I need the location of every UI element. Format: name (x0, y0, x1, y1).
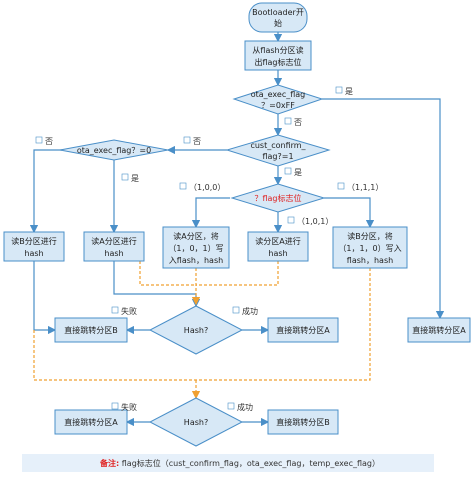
ota-exec-ff-decision: ota_exec_flag ？=0xFF (232, 84, 324, 115)
label-no-1: 否 (294, 118, 302, 127)
note-key: 备注: (99, 458, 119, 468)
jump-a-box-1: 直接跳转分区A (267, 317, 339, 343)
svg-text:直接跳转分区A: 直接跳转分区A (64, 417, 118, 427)
svg-text:备注: flag标志位（cust_confirm_flag，: 备注: flag标志位（cust_confirm_flag，ota_exec_f… (99, 458, 380, 468)
note-bar: 备注: flag标志位（cust_confirm_flag，ota_exec_f… (22, 454, 434, 472)
svg-text:读B分区进行: 读B分区进行 (11, 236, 57, 246)
svg-text:cust_confirm_: cust_confirm_ (250, 141, 306, 150)
svg-text:flag?=1: flag?=1 (262, 152, 293, 161)
hash-decision-1: Hash? (148, 305, 244, 355)
label-100: （1,0,0） (189, 183, 225, 192)
svg-text:直接跳转分区A: 直接跳转分区A (412, 325, 466, 335)
svg-text:（1，1，0）写入: （1，1，0）写入 (338, 244, 401, 253)
label-no-3: 否 (45, 137, 53, 146)
svg-text:Hash?: Hash? (184, 418, 208, 427)
jump-b-box-2: 直接跳转分区B (267, 409, 339, 435)
svg-text:Hash?: Hash? (184, 326, 208, 335)
svg-text:直接跳转分区B: 直接跳转分区B (276, 417, 330, 427)
flag-bits-decision: ？flag标志位 (230, 183, 326, 213)
label-yes-2: 是 (131, 174, 139, 183)
jump-a-box-2: 直接跳转分区A (54, 409, 128, 435)
label-yes-3: 是 (294, 168, 302, 177)
label-fail-1: 失败 (121, 306, 137, 316)
svg-text:读分区A进行: 读分区A进行 (255, 236, 300, 246)
label-111: （1,1,1） (347, 183, 383, 192)
svg-text:直接跳转分区B: 直接跳转分区B (64, 325, 118, 335)
jump-b-box-1: 直接跳转分区B (54, 317, 128, 343)
hash-decision-2: Hash? (148, 397, 244, 447)
read-b-left-box: 读B分区进行 hash (3, 231, 65, 262)
svg-text:入flash，hash: 入flash，hash (169, 256, 223, 265)
connectors (29, 32, 445, 427)
svg-text:hash: hash (104, 249, 123, 258)
svg-text:hash: hash (24, 249, 43, 258)
svg-text:读B分区，将: 读B分区，将 (347, 231, 393, 241)
svg-text:ota_exec_flag: ota_exec_flag (251, 90, 306, 99)
svg-text:直接跳转分区A: 直接跳转分区A (276, 325, 330, 335)
edge-labels: 是 否 否 否 是 是 （1,0,0） （1,1,1） （1,0,1） 失败 成… (35, 86, 383, 412)
label-yes-1: 是 (345, 87, 353, 96)
svg-text:始: 始 (274, 18, 282, 28)
read-a-write-box: 读A分区，将 （1，0，1）写 入flash，hash (162, 226, 230, 269)
label-101: （1,0,1） (297, 217, 333, 226)
start-node: Bootloader开 始 (248, 2, 308, 33)
svg-text:出flag标志位: 出flag标志位 (254, 57, 301, 67)
read-a-mid-box: 读分区A进行 hash (247, 231, 309, 262)
svg-text:从flash分区读: 从flash分区读 (252, 45, 303, 55)
svg-text:？flag标志位: ？flag标志位 (254, 193, 301, 203)
svg-text:Bootloader开: Bootloader开 (252, 8, 304, 17)
svg-text:？=0xFF: ？=0xFF (261, 101, 295, 110)
svg-text:flash，hash: flash，hash (347, 256, 393, 265)
note-text: flag标志位（cust_confirm_flag，ota_exec_flag，… (119, 458, 380, 468)
svg-text:ota_exec_flag？=0: ota_exec_flag？=0 (77, 146, 151, 155)
cust-confirm-decision: cust_confirm_ flag?=1 (225, 134, 331, 167)
svg-text:（1，0，1）写: （1，0，1）写 (168, 244, 223, 253)
label-fail-2: 失败 (121, 402, 137, 412)
jump-a-right-box: 直接跳转分区A (407, 317, 471, 343)
label-success-2: 成功 (237, 402, 253, 412)
ota-exec-0-decision: ota_exec_flag？=0 (59, 139, 169, 161)
svg-text:读A分区进行: 读A分区进行 (91, 236, 136, 246)
label-no-2: 否 (193, 137, 201, 146)
read-flag-box: 从flash分区读 出flag标志位 (244, 40, 312, 71)
label-success-1: 成功 (242, 306, 258, 316)
read-b-write-box: 读B分区，将 （1，1，0）写入 flash，hash (332, 226, 408, 269)
svg-text:hash: hash (268, 249, 287, 258)
svg-text:读A分区，将: 读A分区，将 (173, 231, 218, 241)
read-a-left-box: 读A分区进行 hash (83, 231, 145, 262)
